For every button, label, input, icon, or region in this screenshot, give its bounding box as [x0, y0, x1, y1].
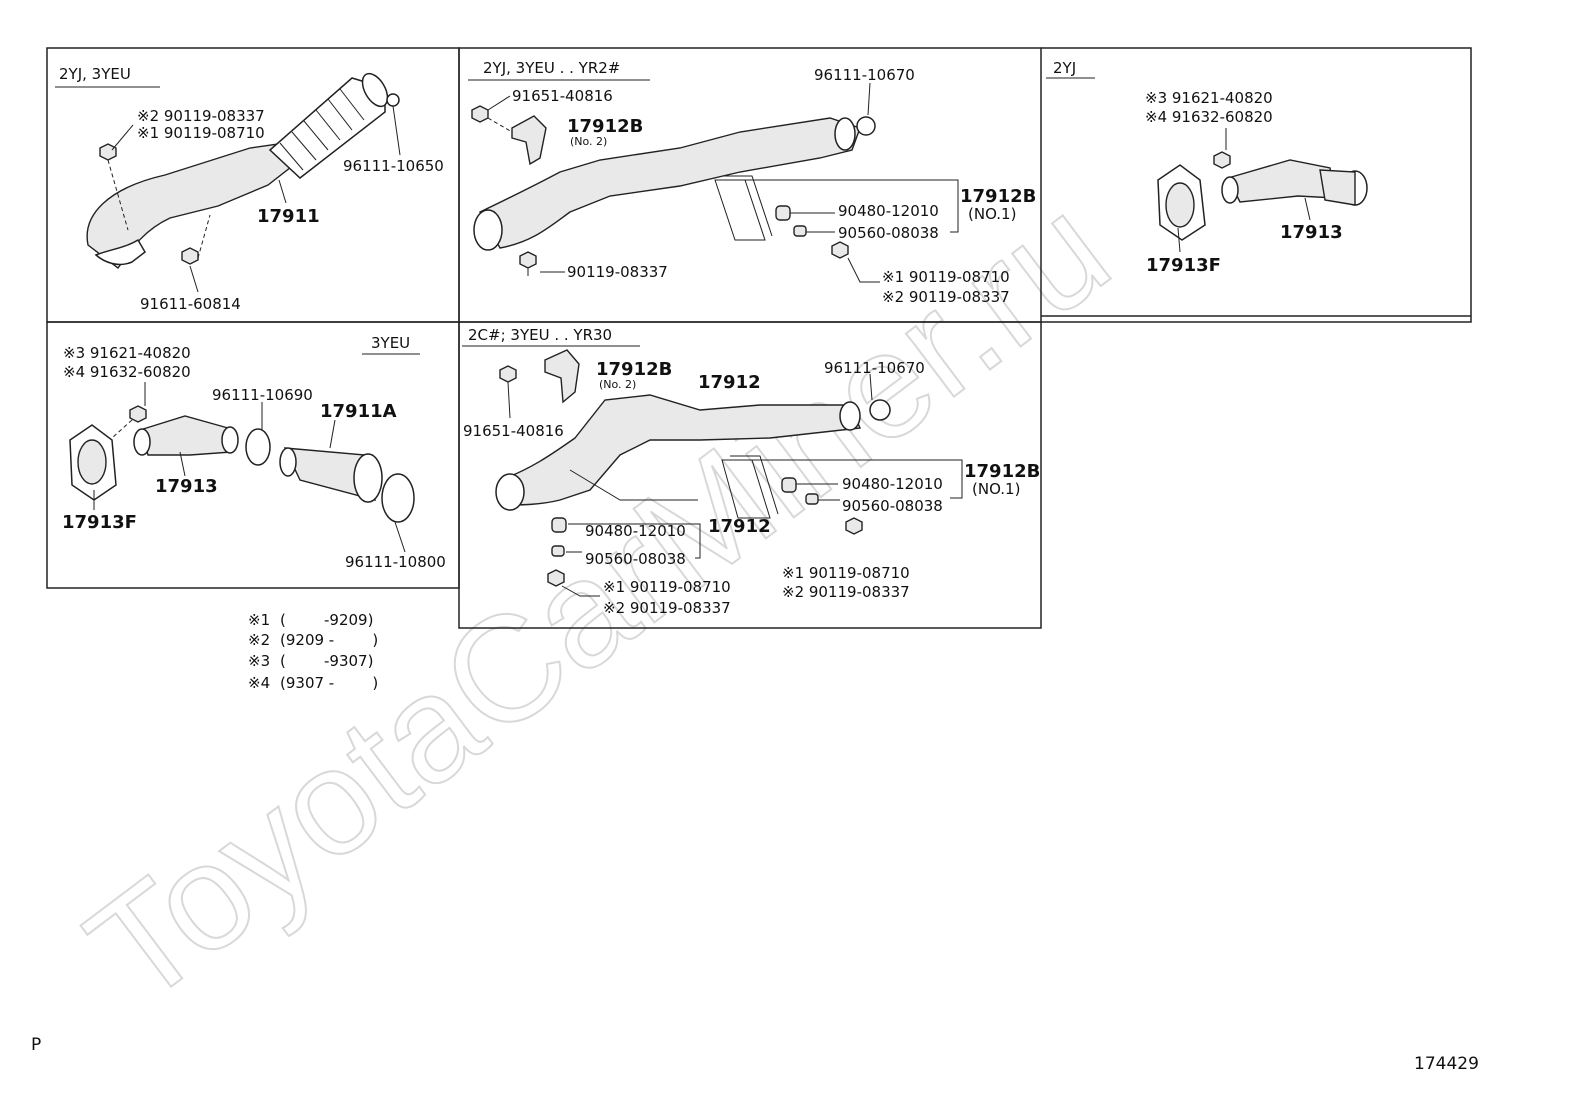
- bolt-icon: [547, 569, 565, 587]
- label: ※1 90119-08710: [137, 124, 265, 142]
- bolt-icon: [831, 241, 849, 259]
- label: 96111-10670: [814, 66, 915, 84]
- label: 90560-08038: [842, 497, 943, 515]
- label: 17911: [257, 206, 320, 227]
- label: (No. 2): [570, 135, 607, 148]
- label: ※4 91632-60820: [1145, 108, 1273, 126]
- bolt-icon: [181, 247, 199, 265]
- bolt-icon: [519, 251, 537, 269]
- label: 91611-60814: [140, 295, 241, 313]
- bracket-17912b-no2: [511, 115, 547, 166]
- bolt-icon: [499, 365, 517, 383]
- panel-3yeu: 3YEU ※3 91621-40820 ※4 91632-60820 96111…: [62, 334, 446, 571]
- panel-2c-3yeu-yr30: 2C#; 3YEU . . YR30 17912B (No. 2) 179: [462, 326, 1040, 617]
- label: 90480-12010: [842, 475, 943, 493]
- label: 91651-40816: [512, 87, 613, 105]
- label: 17912B: [567, 116, 643, 137]
- label: 17912: [698, 372, 761, 393]
- label: 96111-10800: [345, 553, 446, 571]
- label: 90560-08038: [585, 550, 686, 568]
- label: 17913: [155, 476, 218, 497]
- bolt-icon: [99, 143, 117, 161]
- label: ※1 90119-08710: [782, 564, 910, 582]
- panel-header: 2YJ, 3YEU . . YR2#: [483, 59, 620, 77]
- label: 17912B: [960, 186, 1036, 207]
- label: 90560-08038: [838, 224, 939, 242]
- panel-2yj-3yeu-yr2: 2YJ, 3YEU . . YR2# 91651-40816 17912B: [468, 59, 1036, 306]
- label: (No. 2): [599, 378, 636, 391]
- label: 90480-12010: [585, 522, 686, 540]
- label: ※3 91621-40820: [63, 344, 191, 362]
- panel-header: 2YJ: [1053, 59, 1076, 77]
- legend-range: (9307 - ): [280, 674, 378, 692]
- pipe-17913: [139, 415, 233, 456]
- label: 17912B: [964, 461, 1040, 482]
- label: 17913F: [62, 512, 137, 533]
- legend-range: ( -9209): [280, 611, 373, 629]
- label: 17912B: [596, 359, 672, 380]
- bracket-17912b-no2: [544, 349, 580, 404]
- label: ※2 90119-08337: [603, 599, 731, 617]
- bolt-icon: [845, 517, 863, 535]
- label: ※4 91632-60820: [63, 363, 191, 381]
- collar-icon: [551, 545, 565, 557]
- grommet-icon: [775, 205, 791, 221]
- collar-icon: [805, 493, 819, 505]
- grommet-icon: [551, 517, 567, 533]
- grommet-icon: [781, 477, 797, 493]
- panel-header: 2YJ, 3YEU: [59, 65, 131, 83]
- label: ※2 90119-08337: [137, 107, 265, 125]
- label: 91651-40816: [463, 422, 564, 440]
- legend: ※1 ( -9209) ※2 (9209 - ) ※3 ( -9307) ※4 …: [248, 611, 378, 692]
- air-pipe: [479, 117, 861, 249]
- label: ※1 90119-08710: [882, 268, 1010, 286]
- legend-mark: ※3: [248, 652, 270, 670]
- page-marker: P: [31, 1035, 41, 1055]
- label: ※2 90119-08337: [782, 583, 910, 601]
- label: 96111-10670: [824, 359, 925, 377]
- panel-header: 2C#; 3YEU . . YR30: [468, 326, 612, 344]
- panel-2yj-3yeu: 2YJ, 3YEU ※2 90119-08337 ※1 90119-08710 …: [55, 65, 444, 313]
- label: 17911A: [320, 401, 397, 422]
- label: 17913F: [1146, 255, 1221, 276]
- bolt-icon: [129, 405, 147, 423]
- label: 90480-12010: [838, 202, 939, 220]
- label: (NO.1): [972, 480, 1020, 498]
- bolt-icon: [471, 105, 489, 123]
- panel-header: 3YEU: [371, 334, 410, 352]
- pipe-17913: [1226, 159, 1336, 203]
- legend-range: (9209 - ): [280, 631, 378, 649]
- figure-number: 174429: [1414, 1054, 1479, 1074]
- panel-frames: [46, 47, 1472, 629]
- panel-2yj: 2YJ ※3 91621-40820 ※4 91632-60820 17913 …: [1046, 59, 1368, 276]
- legend-mark: ※4: [248, 674, 270, 692]
- label: ※1 90119-08710: [603, 578, 731, 596]
- label: 17912: [708, 516, 771, 537]
- legend-mark: ※2: [248, 631, 270, 649]
- label: 17913: [1280, 222, 1343, 243]
- label: ※3 91621-40820: [1145, 89, 1273, 107]
- label: 96111-10690: [212, 386, 313, 404]
- legend-range: ( -9307): [280, 652, 373, 670]
- label: (NO.1): [968, 205, 1016, 223]
- label: 96111-10650: [343, 157, 444, 175]
- bolt-icon: [1213, 151, 1231, 169]
- legend-mark: ※1: [248, 611, 270, 629]
- label: 90119-08337: [567, 263, 668, 281]
- collar-icon: [793, 225, 807, 237]
- label: ※2 90119-08337: [882, 288, 1010, 306]
